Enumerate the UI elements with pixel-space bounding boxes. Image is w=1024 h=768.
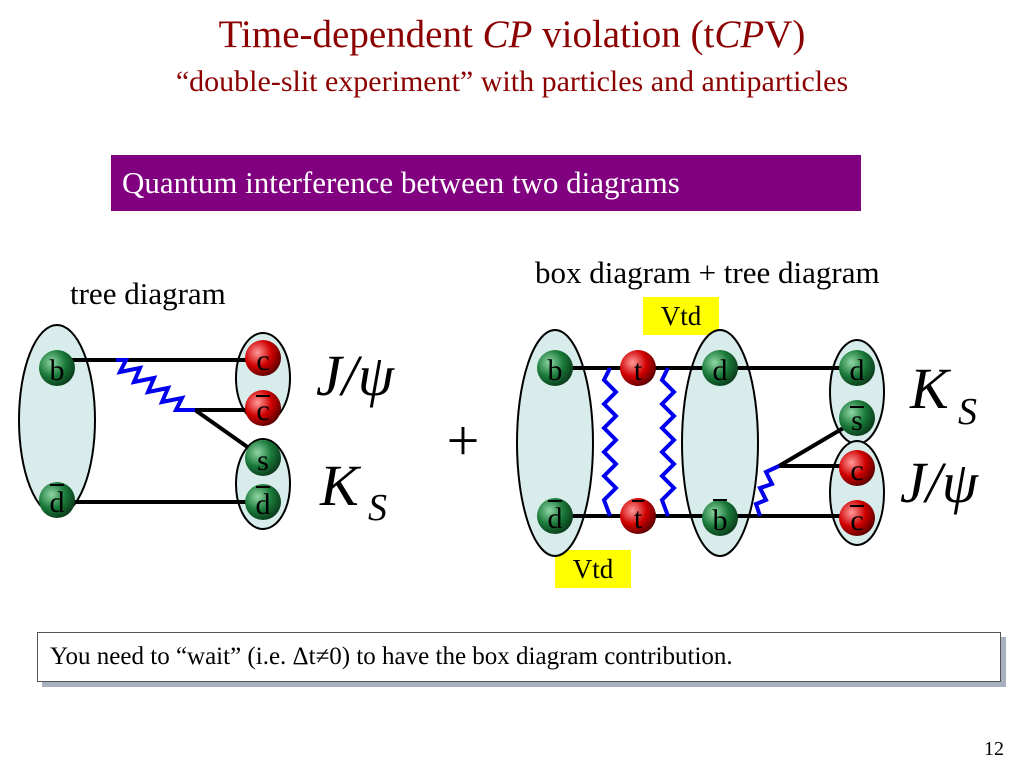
quark-c-right: c [839,450,875,487]
note-box: You need to “wait” (i.e. Δt≠0) to have t… [37,632,1001,682]
quark-b-bar-mid: b [702,499,738,537]
vtd-label-top: Vtd [643,297,719,335]
quark-c-bar-right: c [839,500,875,537]
svg-text:c: c [256,344,269,377]
quark-b-right: b [537,350,573,387]
svg-text:d: d [50,486,65,519]
quark-d-mid: d [702,350,738,387]
slide-title: Time-dependent CP violation (tCPV) [218,13,806,56]
svg-text:b: b [548,354,563,387]
quark-s: s [245,440,281,477]
svg-text:c: c [850,454,863,487]
quark-d-bar: d [39,482,75,519]
svg-text:s: s [257,444,269,477]
svg-text:d: d [850,354,865,387]
b0-blob [516,329,594,557]
quark-d-bar-right: d [537,498,573,535]
jpsi-label-right: J/ψ [900,450,979,515]
svg-text:b: b [50,354,65,387]
ks-subscript: S [368,487,387,529]
slide-subtitle: “double-slit experiment” with particles … [175,65,849,98]
svg-text:d: d [713,354,728,387]
ks-subscript-right: S [958,391,977,433]
banner: Quantum interference between two diagram… [111,155,861,211]
vtd-label-bottom: Vtd [555,550,631,588]
plus-sign: + [447,408,480,473]
quark-s-bar: s [839,400,875,437]
quark-d-out: d [245,484,281,521]
quark-b: b [39,350,75,387]
svg-text:c: c [850,504,863,537]
svg-text:c: c [256,394,269,427]
w-boson-box-right [659,367,677,517]
w-boson-box-left [601,367,619,517]
svg-text:t: t [634,502,643,535]
page-number: 12 [984,738,1004,760]
quark-c-bar: c [245,390,281,427]
svg-text:b: b [713,504,728,537]
ks-label-right: K [909,356,952,421]
svg-text:d: d [256,488,271,521]
svg-text:d: d [548,502,563,535]
box-diagram-heading: box diagram + tree diagram [535,255,880,290]
jpsi-label: J/ψ [316,343,395,408]
quark-t-bar: t [620,498,656,535]
w-boson-line [116,358,195,412]
quark-c: c [245,340,281,377]
quark-d-out-right: d [839,350,875,387]
tree-diagram-heading: tree diagram [70,276,226,311]
ks-label: K [319,453,362,518]
svg-text:s: s [851,404,863,437]
w-boson-tree [753,464,780,517]
b0bar-blob [681,329,759,557]
svg-text:t: t [634,354,643,387]
quark-t: t [620,350,656,387]
